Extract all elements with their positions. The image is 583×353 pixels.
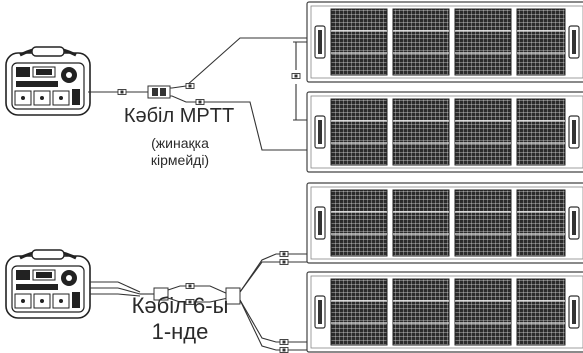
- y-splitter-icon: [225, 287, 241, 305]
- six-to-one-cable-wiring: [90, 253, 307, 351]
- mptt-cable-label: Кәбіл MPTT: [123, 105, 235, 127]
- power-station-bottom-icon: [4, 248, 92, 320]
- power-station-top-icon: [4, 45, 92, 117]
- solar-panel-top-2: [306, 91, 583, 173]
- mc4-connector-icon: [185, 283, 195, 289]
- mc4-connector-icon: [195, 99, 205, 105]
- solar-panel-top-1: [306, 1, 583, 83]
- six-to-one-cable-label: Кәбіл 6-ы 1-нде: [110, 293, 250, 345]
- six-to-one-line1: Кәбіл 6-ы: [131, 293, 229, 318]
- mc4-connector-icon: [185, 83, 195, 89]
- solar-panel-bottom-2: [306, 271, 583, 353]
- mptt-module-icon: [147, 85, 171, 99]
- mc4-connector-icon: [279, 347, 289, 353]
- mc4-connector-icon: [279, 251, 289, 257]
- mc4-connector-icon: [279, 339, 289, 345]
- mc4-connector-icon: [291, 73, 301, 79]
- solar-panel-bottom-1: [306, 182, 583, 264]
- mc4-connector-icon: [279, 259, 289, 265]
- six-to-one-line2: 1-нде: [151, 319, 209, 344]
- mptt-cable-note: (жинақка кірмейді): [110, 135, 250, 169]
- mptt-note-line1: (жинақка: [151, 135, 209, 151]
- y-splitter-icon: [153, 287, 169, 301]
- mptt-note-line2: кірмейді): [150, 152, 210, 168]
- mc4-connector-icon: [117, 89, 127, 95]
